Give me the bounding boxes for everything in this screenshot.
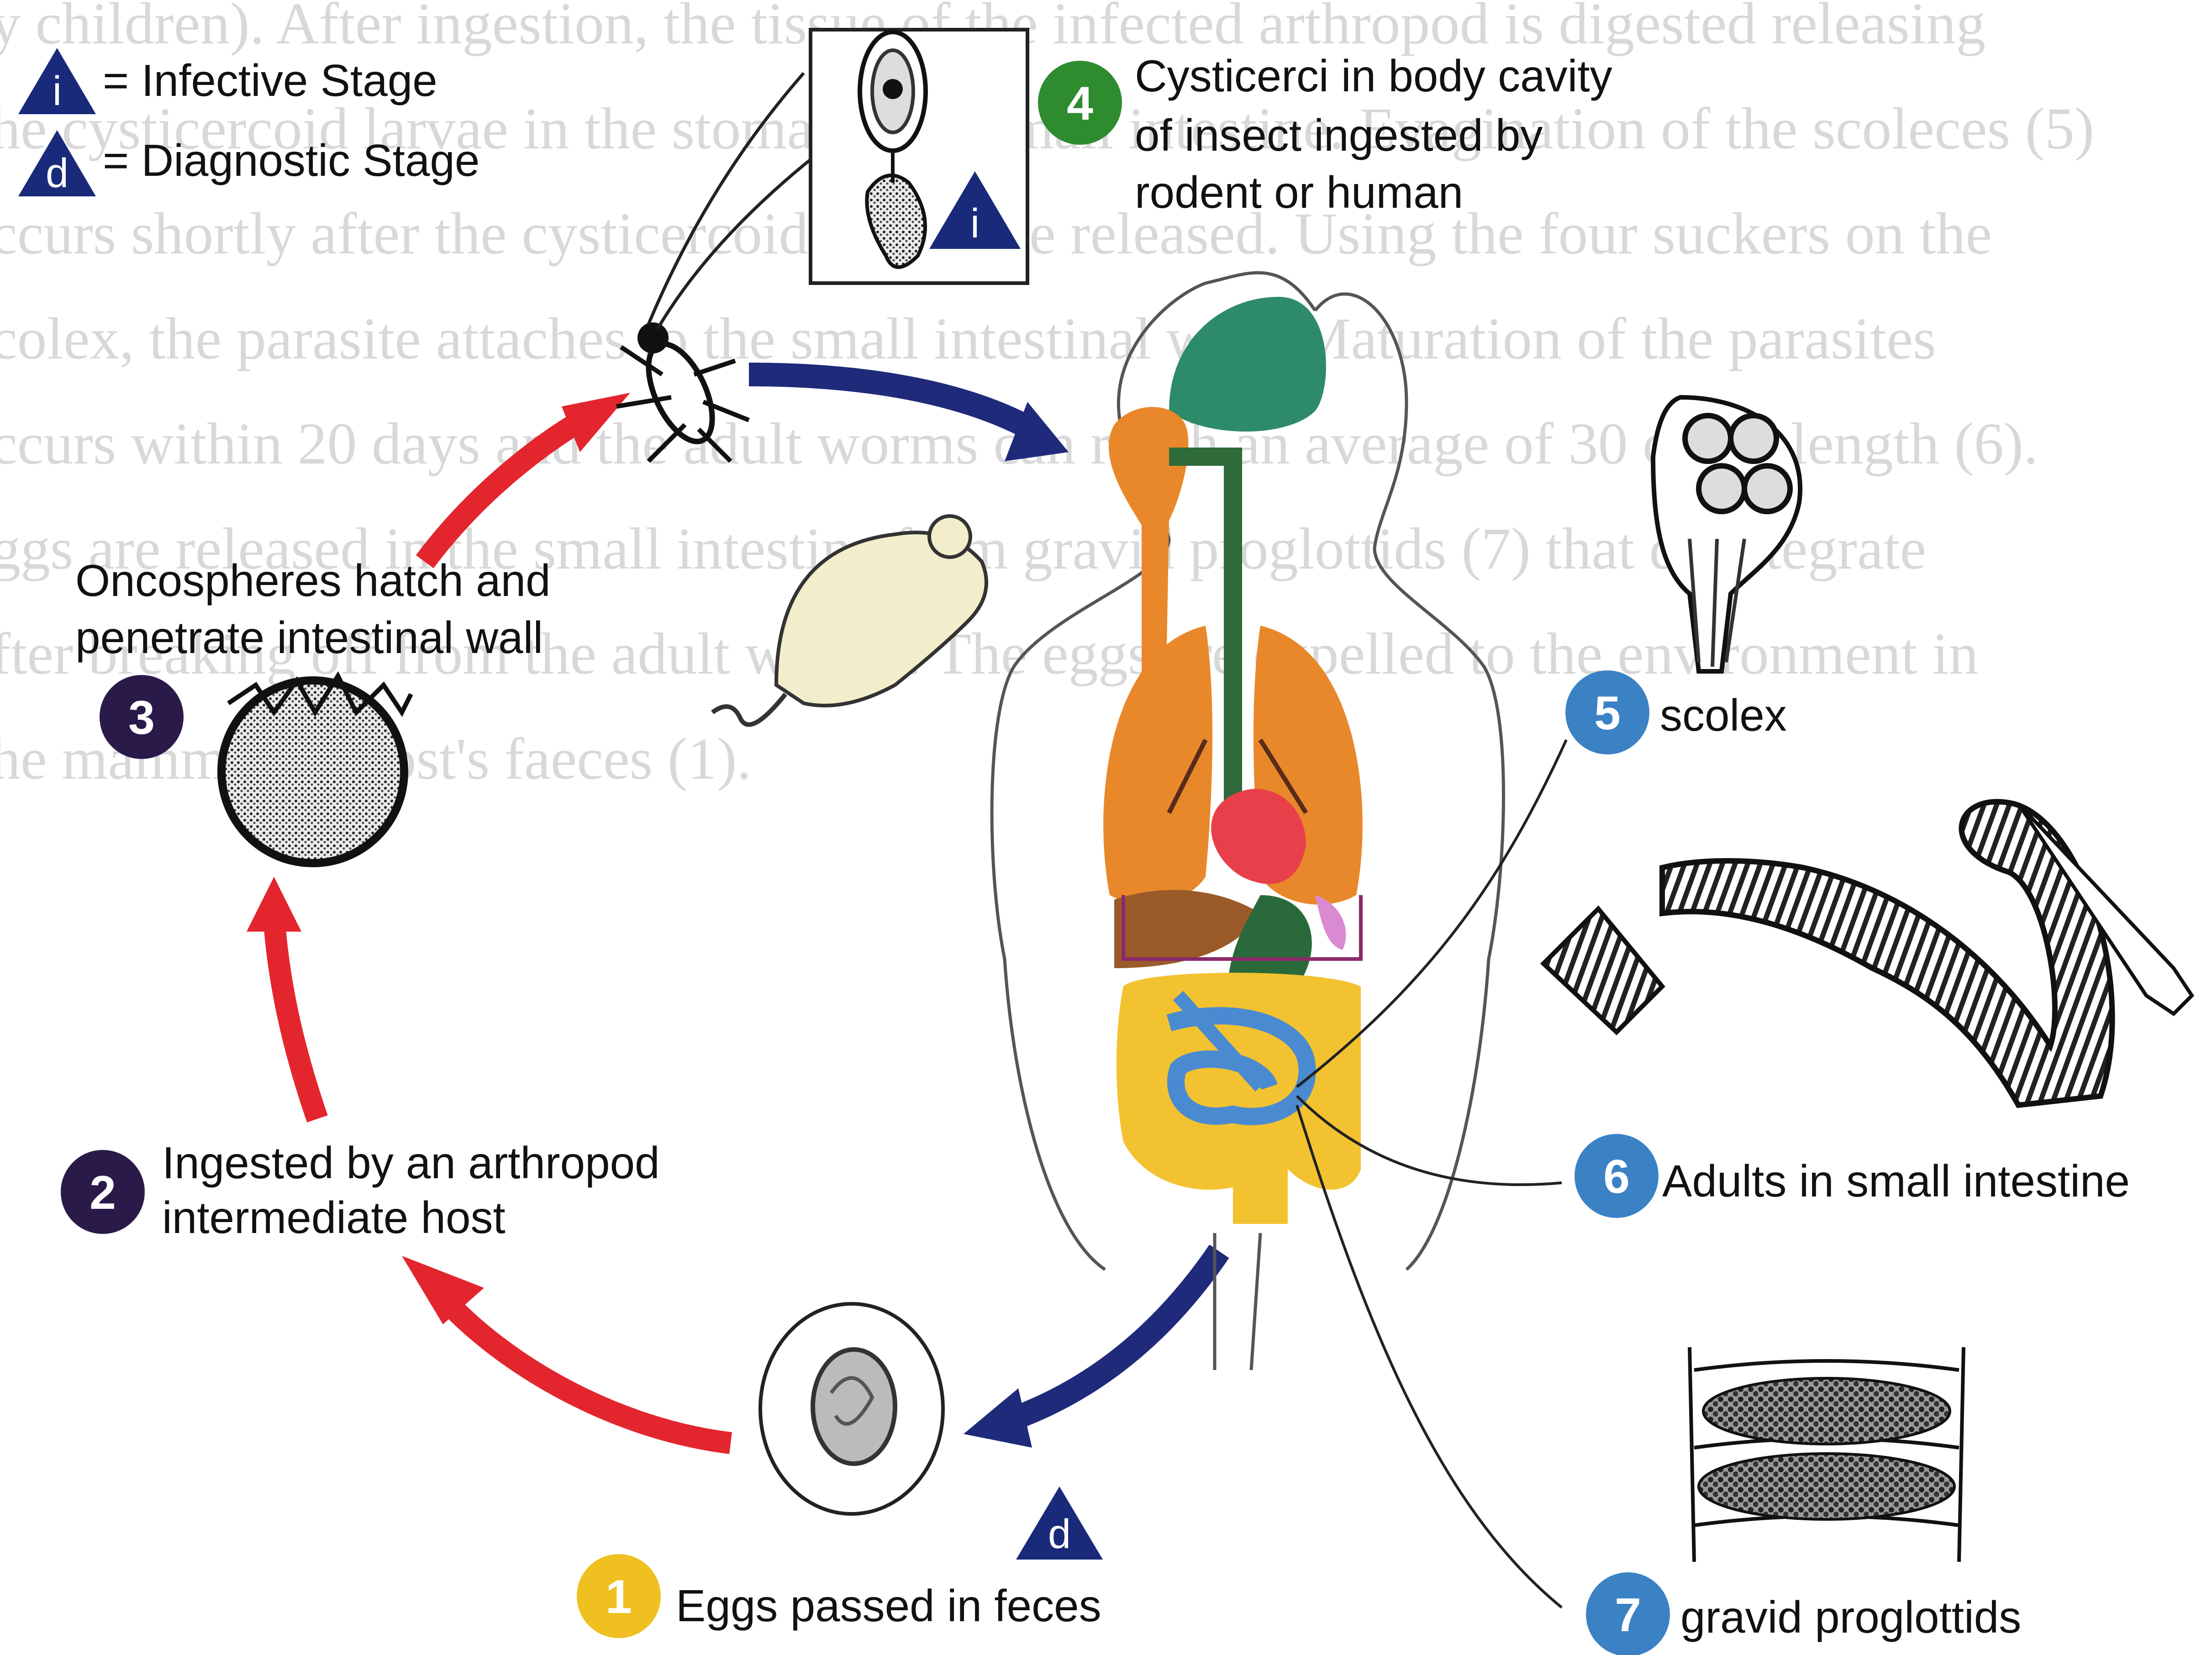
infective-stage-icon: i — [18, 48, 96, 114]
stage-5-number: 5 — [1594, 687, 1621, 740]
red-arrow-arthropod-to-oncosphere — [247, 877, 317, 1119]
stage-6-number: 6 — [1603, 1150, 1630, 1203]
stage-2-number: 2 — [90, 1166, 116, 1219]
stage-3-label-line-1: Oncospheres hatch and — [75, 555, 551, 606]
diagnostic-stage-marker: d — [1016, 1486, 1103, 1560]
stage-2-label-line-1: Ingested by an arthropod — [162, 1138, 660, 1188]
proglottid-illustration — [1690, 1347, 1964, 1562]
stage-4-number: 4 — [1067, 77, 1093, 130]
stage-4-label-line-1: Cysticerci in body cavity — [1135, 51, 1612, 101]
diagnostic-symbol: d — [46, 151, 68, 196]
stage-1-label: Eggs passed in feces — [676, 1581, 1101, 1631]
cysticercoid-box: i — [811, 30, 1027, 283]
stage-4-label-line-3: rodent or human — [1135, 167, 1463, 217]
blue-arrow-host-to-egg — [964, 1251, 1219, 1448]
egg-illustration — [760, 1304, 943, 1514]
stage-7-number: 7 — [1615, 1589, 1641, 1642]
red-arrow-egg-to-arthropod — [402, 1256, 731, 1443]
infective-symbol: i — [53, 69, 62, 114]
stage-7: 7 gravid proglottids — [1586, 1572, 2021, 1655]
stage-1: 1 Eggs passed in feces — [577, 1554, 1101, 1638]
stage-3-label-line-2: penetrate intestinal wall — [75, 612, 543, 663]
stage-5-label: scolex — [1660, 690, 1787, 740]
stage-2: 2 Ingested by an arthropod intermediate … — [61, 1138, 660, 1243]
background-line: colex, the parasite attaches to the smal… — [0, 306, 1936, 372]
stage-2-label-line-2: intermediate host — [162, 1192, 506, 1243]
adult-worm-illustration — [1543, 802, 2192, 1105]
diagnostic-stage-label: = Diagnostic Stage — [103, 135, 479, 185]
stage-4-label-line-2: of insect ingested by — [1135, 110, 1543, 160]
stage-3-number: 3 — [128, 691, 155, 744]
stage-6: 6 Adults in small intestine — [1575, 1134, 2130, 1218]
oncosphere-illustration — [221, 676, 411, 863]
stage-7-label: gravid proglottids — [1680, 1592, 2021, 1642]
infective-stage-label: = Infective Stage — [103, 55, 437, 105]
stage-6-label: Adults in small intestine — [1662, 1156, 2130, 1206]
stage-1-number: 1 — [606, 1571, 632, 1623]
infective-marker-symbol: i — [970, 201, 980, 247]
diagnostic-marker-symbol: d — [1048, 1512, 1071, 1557]
